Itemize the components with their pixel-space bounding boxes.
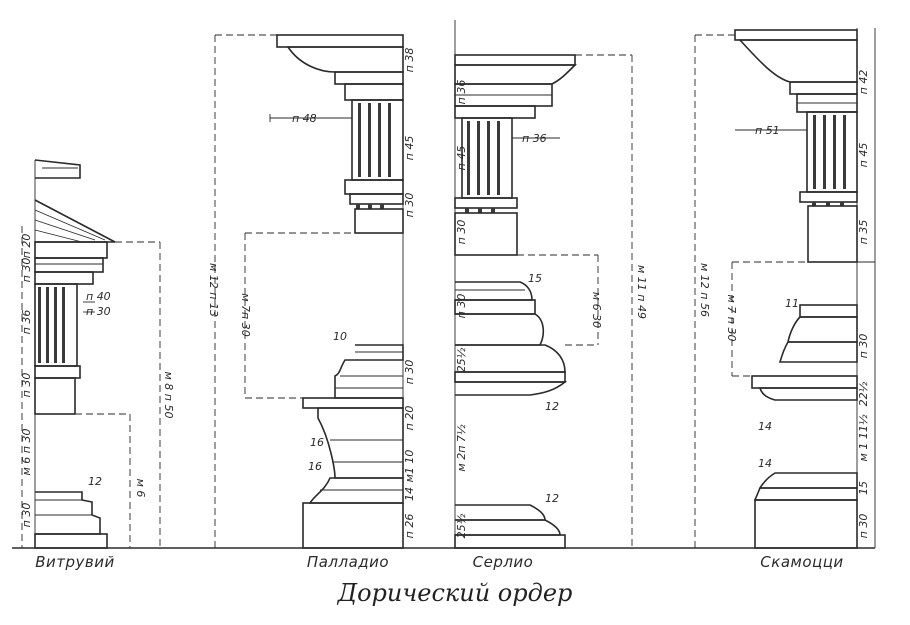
scamozzi-mod-2: п 45: [857, 143, 870, 168]
scamozzi-mod-5: 22½: [857, 381, 870, 406]
palladio-fillet-3: 16: [308, 460, 322, 473]
palladio-mod-7: 14: [403, 487, 416, 501]
palladio-total-dim: м 12 п 13: [207, 263, 220, 317]
vitruvius-proj-label-2: п 30: [86, 305, 111, 318]
vitruvius-fillet-label: 12: [88, 475, 102, 488]
scamozzi-mod-1: п 42: [857, 70, 870, 95]
figure-caption: Дорический ордер: [337, 579, 573, 607]
serlio-fillet-3: 12: [545, 492, 559, 505]
vitruvius-mod-2: п 30: [20, 258, 33, 283]
palladio-mod-8: п 26: [403, 514, 416, 539]
scamozzi-between-dim: м 7 п 30: [725, 295, 738, 342]
palladio-mod-2: п 45: [403, 136, 416, 161]
serlio-fillet-2: 12: [545, 400, 559, 413]
scamozzi-mod-6: м 1 11½: [857, 414, 870, 461]
serlio-mod-3: п 30: [455, 220, 468, 245]
palladio-proj-label: п 48: [292, 112, 317, 125]
serlio-fillet-1: 15: [528, 272, 542, 285]
palladio-mod-1: п 38: [403, 48, 416, 73]
scamozzi-mod-8: п 30: [857, 514, 870, 539]
palladio-label: Палладио: [307, 553, 389, 571]
serlio-mod-2: п 45: [455, 146, 468, 171]
scamozzi-mod-4: п 30: [857, 334, 870, 359]
vitruvius-label: Витрувий: [35, 553, 115, 571]
scamozzi-label: Скамоцци: [760, 553, 843, 571]
scamozzi-order: [694, 28, 876, 549]
serlio-mod-1: п 36: [455, 80, 468, 105]
vitruvius-total-dim: м 8 п 50: [162, 372, 175, 419]
serlio-mod-5: 25½: [455, 347, 468, 372]
scamozzi-proj-label: п 51: [755, 124, 780, 137]
palladio-fillet-1: 10: [333, 330, 347, 343]
serlio-mod-7: 25½: [455, 513, 468, 538]
palladio-mod-4: п 30: [403, 360, 416, 385]
palladio-mod-6: м1 10: [403, 450, 416, 483]
serlio-proj-label: п 36: [522, 132, 547, 145]
vitruvius-mod-5: м 6 п 30: [20, 429, 33, 476]
palladio-order: [214, 34, 404, 549]
vitruvius-proj-label-1: п 40: [86, 290, 111, 303]
serlio-label: Серлио: [473, 553, 534, 571]
serlio-pedestal-dim: м 6 30: [590, 292, 603, 328]
scamozzi-fillet-1: 11: [785, 297, 799, 310]
serlio-mod-4: п 30: [455, 294, 468, 319]
vitruvius-pedestal-dim: м 6: [134, 479, 147, 498]
scamozzi-mod-7: 15: [857, 481, 870, 495]
scamozzi-mod-3: п 35: [857, 220, 870, 245]
scamozzi-fillet-2: 14: [758, 420, 772, 433]
palladio-fillet-2: 16: [310, 436, 324, 449]
palladio-mod-3: п 30: [403, 193, 416, 218]
vitruvius-mod-3: п 36: [20, 310, 33, 335]
vitruvius-mod-6: п 30: [20, 503, 33, 528]
palladio-between-dim: м 7п 30: [239, 293, 252, 336]
scamozzi-total-dim: м 12 п 56: [698, 263, 711, 317]
serlio-mod-6: м 2п 7½: [455, 424, 468, 471]
serlio-order: [454, 20, 633, 549]
serlio-total-dim: м 11 п 49: [635, 265, 648, 319]
vitruvius-order: [21, 159, 161, 549]
vitruvius-mod-4: п 30: [20, 373, 33, 398]
vitruvius-mod-1: п 20: [20, 234, 33, 259]
scamozzi-fillet-3: 14: [758, 457, 772, 470]
palladio-mod-5: п 20: [403, 406, 416, 431]
